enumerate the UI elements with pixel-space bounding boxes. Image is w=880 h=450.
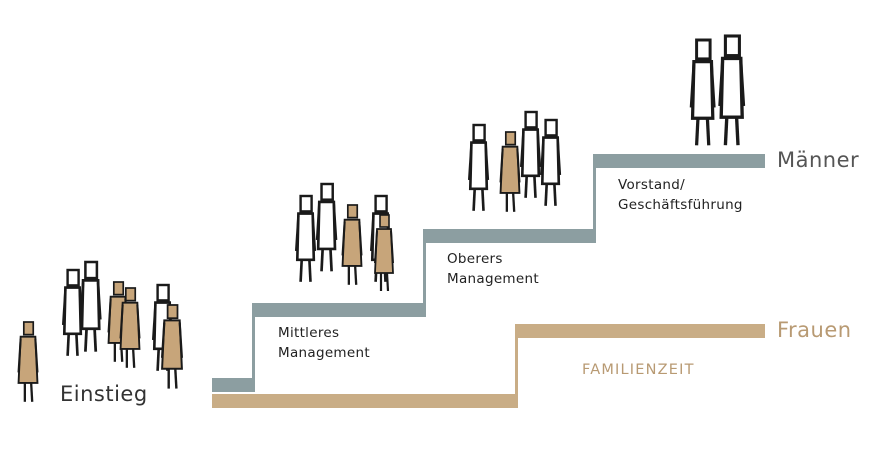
label-vorstand-line2: Geschäftsführung <box>618 197 743 213</box>
person-figure-icon <box>689 38 716 147</box>
person-figure-icon <box>79 260 102 354</box>
person-figure-icon <box>519 110 542 200</box>
person-figure-icon <box>539 118 562 208</box>
label-mittleres-management: Mittleres Management <box>278 323 370 363</box>
middle-management-figures <box>294 182 395 293</box>
person-figure-icon <box>341 203 363 286</box>
label-mittleres-line2: Management <box>278 345 370 361</box>
board-figures <box>689 34 746 147</box>
label-mittleres-line1: Mittleres <box>278 325 340 341</box>
person-figure-icon <box>17 320 39 403</box>
upper-management-figures <box>467 110 562 213</box>
person-figure-icon <box>499 130 521 213</box>
person-figure-icon <box>294 194 317 284</box>
label-oberes-management: Oberers Management <box>447 249 539 289</box>
label-vorstand-line1: Vorstand/ <box>618 177 685 193</box>
person-figure-icon <box>61 268 84 358</box>
person-figure-icon <box>315 182 338 273</box>
person-figure-icon <box>467 123 490 213</box>
person-figure-icon <box>160 303 184 390</box>
label-oberes-line2: Management <box>447 271 539 287</box>
label-familienzeit: FAMILIENZEIT <box>582 362 695 378</box>
label-vorstand: Vorstand/ Geschäftsführung <box>618 175 743 215</box>
label-maenner: Männer <box>777 148 860 172</box>
label-einstieg: Einstieg <box>60 382 148 406</box>
label-frauen: Frauen <box>777 318 852 342</box>
label-oberes-line1: Oberers <box>447 251 503 267</box>
person-figure-icon <box>718 34 746 147</box>
entry-group-figures <box>17 260 184 403</box>
women-career-track <box>212 324 765 408</box>
person-figure-icon <box>373 213 395 293</box>
men-career-track <box>212 154 765 392</box>
